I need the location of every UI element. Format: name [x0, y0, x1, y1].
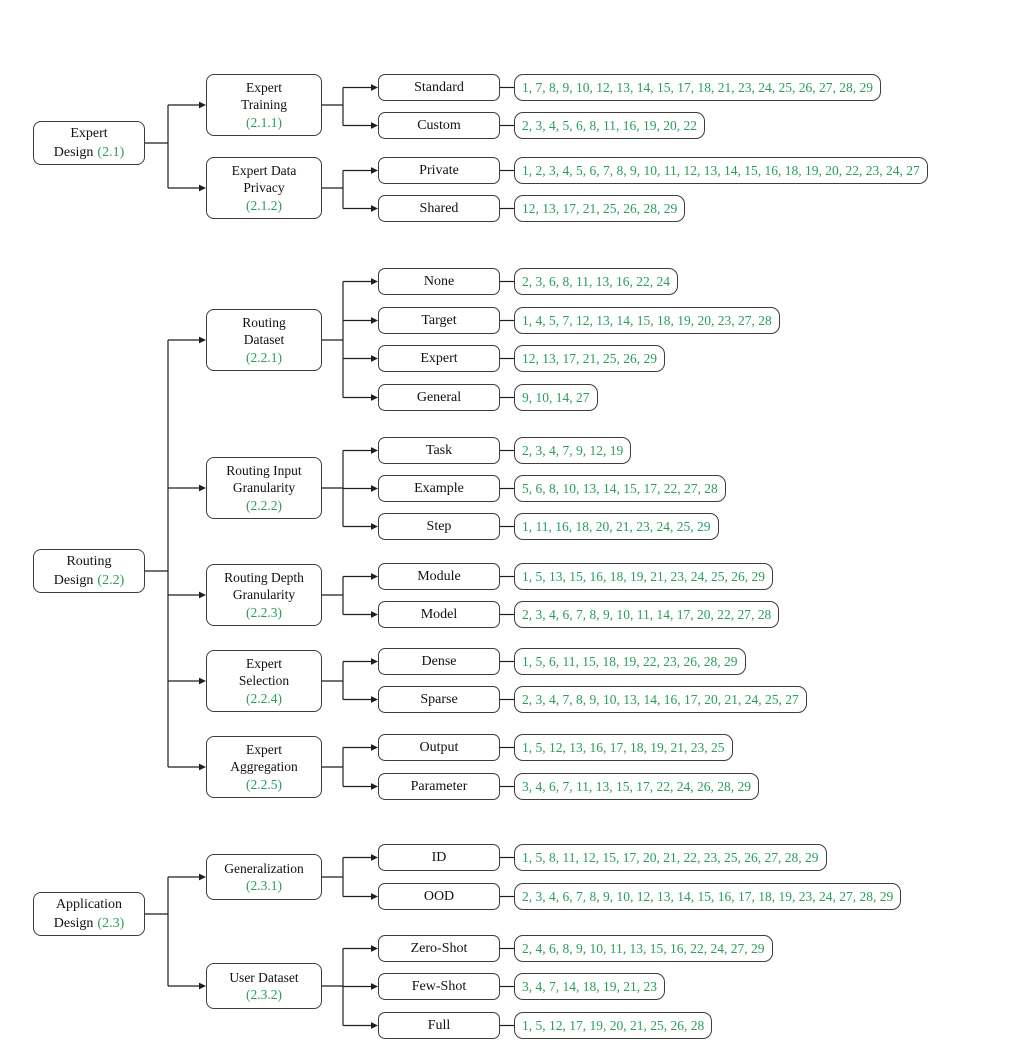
- leaf-zero-shot: Zero-Shot: [378, 935, 500, 962]
- node-label-line: Dataset: [243, 332, 285, 348]
- leaf-id: ID: [378, 844, 500, 871]
- leaf-module: Module: [378, 563, 500, 590]
- values-id: 1, 5, 8, 11, 12, 15, 17, 20, 21, 22, 23,…: [514, 844, 827, 871]
- values-none: 2, 3, 6, 8, 11, 13, 16, 22, 24: [514, 268, 678, 295]
- section-ref: (2.1.1): [246, 114, 282, 130]
- values-model: 2, 3, 4, 6, 7, 8, 9, 10, 11, 14, 17, 20,…: [514, 601, 780, 628]
- section-ref: (2.3.2): [246, 987, 282, 1002]
- leaf-general: General: [378, 384, 500, 411]
- node-label-line: Routing: [242, 314, 286, 330]
- leaf-output: Output: [378, 734, 500, 761]
- category-user-dataset: User Dataset (2.3.2): [206, 963, 322, 1009]
- values-output: 1, 5, 12, 13, 16, 17, 18, 19, 21, 23, 25: [514, 734, 733, 761]
- category-expert-selection: Expert Selection (2.2.4): [206, 650, 322, 712]
- node-label-line: Granularity: [232, 480, 296, 496]
- leaf-shared: Shared: [378, 195, 500, 222]
- values-dense: 1, 5, 6, 11, 15, 18, 19, 22, 23, 26, 28,…: [514, 648, 746, 675]
- values-module: 1, 5, 13, 15, 16, 18, 19, 21, 23, 24, 25…: [514, 563, 773, 590]
- section-ref: (2.2.5): [246, 776, 282, 792]
- values-shared: 12, 13, 17, 21, 25, 26, 28, 29: [514, 195, 686, 222]
- leaf-step: Step: [378, 513, 500, 540]
- category-routing-depth-granularity: Routing Depth Granularity (2.2.3): [206, 564, 322, 626]
- values-expert: 12, 13, 17, 21, 25, 26, 29: [514, 345, 665, 372]
- values-full: 1, 5, 12, 17, 19, 20, 21, 25, 26, 28: [514, 1012, 713, 1039]
- values-example: 5, 6, 8, 10, 13, 14, 15, 17, 22, 27, 28: [514, 475, 726, 502]
- values-custom: 2, 3, 4, 5, 6, 8, 11, 16, 19, 20, 22: [514, 112, 705, 139]
- leaf-none: None: [378, 268, 500, 295]
- leaf-dense: Dense: [378, 648, 500, 675]
- node-label-line: Expert: [246, 79, 282, 95]
- section-ref: (2.1.2): [246, 197, 282, 213]
- node-label-line: Aggregation: [230, 759, 298, 775]
- values-private: 1, 2, 3, 4, 5, 6, 7, 8, 9, 10, 11, 12, 1…: [514, 157, 928, 184]
- node-label-line: Routing Input: [226, 462, 302, 478]
- values-step: 1, 11, 16, 18, 20, 21, 23, 24, 25, 29: [514, 513, 719, 540]
- values-ood: 2, 3, 4, 6, 7, 8, 9, 10, 12, 13, 14, 15,…: [514, 883, 902, 910]
- section-ref: (2.3.1): [246, 878, 282, 893]
- leaf-few-shot: Few-Shot: [378, 973, 500, 1000]
- values-general: 9, 10, 14, 27: [514, 384, 598, 411]
- node-label: Design: [53, 145, 94, 160]
- leaf-ood: OOD: [378, 883, 500, 910]
- root-routing-design: Routing Design(2.2): [33, 549, 145, 593]
- node-label-line: Design(2.3): [54, 914, 125, 933]
- leaf-task: Task: [378, 437, 500, 464]
- values-target: 1, 4, 5, 7, 12, 13, 14, 15, 18, 19, 20, …: [514, 307, 780, 334]
- node-label-line: Selection: [238, 673, 290, 689]
- node-label-line: Design(2.2): [54, 571, 125, 590]
- section-ref: (2.1): [97, 145, 125, 160]
- node-label-line: Routing: [66, 554, 112, 569]
- leaf-model: Model: [378, 601, 500, 628]
- node-label-line: Application: [55, 897, 123, 912]
- category-routing-input-granularity: Routing Input Granularity (2.2.2): [206, 457, 322, 519]
- category-expert-training: Expert Training (2.1.1): [206, 74, 322, 136]
- section-ref: (2.2.1): [246, 349, 282, 365]
- node-label-line: Routing Depth: [224, 569, 304, 585]
- category-expert-aggregation: Expert Aggregation (2.2.5): [206, 736, 322, 798]
- values-standard: 1, 7, 8, 9, 10, 12, 13, 14, 15, 17, 18, …: [514, 74, 881, 101]
- values-sparse: 2, 3, 4, 7, 8, 9, 10, 13, 14, 16, 17, 20…: [514, 686, 807, 713]
- leaf-standard: Standard: [378, 74, 500, 101]
- values-parameter: 3, 4, 6, 7, 11, 13, 15, 17, 22, 24, 26, …: [514, 773, 759, 800]
- section-ref: (2.3): [97, 916, 125, 931]
- category-generalization: Generalization (2.3.1): [206, 854, 322, 900]
- node-label-line: Generalization: [224, 860, 304, 876]
- leaf-expert: Expert: [378, 345, 500, 372]
- root-expert-design: Expert Design(2.1): [33, 121, 145, 165]
- leaf-private: Private: [378, 157, 500, 184]
- section-ref: (2.2.4): [246, 690, 282, 706]
- section-ref: (2.2.2): [246, 497, 282, 513]
- leaf-target: Target: [378, 307, 500, 334]
- node-label: Design: [53, 916, 94, 931]
- section-ref: (2.2): [97, 573, 125, 588]
- leaf-parameter: Parameter: [378, 773, 500, 800]
- node-label-line: User Dataset: [229, 969, 299, 985]
- leaf-sparse: Sparse: [378, 686, 500, 713]
- leaf-full: Full: [378, 1012, 500, 1039]
- node-label-line: Expert: [70, 126, 108, 141]
- values-zero-shot: 2, 4, 6, 8, 9, 10, 11, 13, 15, 16, 22, 2…: [514, 935, 773, 962]
- leaf-custom: Custom: [378, 112, 500, 139]
- node-label-line: Training: [240, 97, 287, 113]
- node-label-line: Expert Data: [231, 162, 297, 178]
- node-label-line: Privacy: [243, 180, 285, 196]
- node-label: Design: [53, 573, 94, 588]
- root-application-design: Application Design(2.3): [33, 892, 145, 936]
- node-label-line: Design(2.1): [54, 143, 125, 162]
- values-task: 2, 3, 4, 7, 9, 12, 19: [514, 437, 632, 464]
- leaf-example: Example: [378, 475, 500, 502]
- category-routing-dataset: Routing Dataset (2.2.1): [206, 309, 322, 371]
- node-label-line: Granularity: [232, 587, 296, 603]
- node-label-line: Expert: [246, 655, 282, 671]
- section-ref: (2.2.3): [246, 604, 282, 620]
- category-expert-data-privacy: Expert Data Privacy (2.1.2): [206, 157, 322, 219]
- values-few-shot: 3, 4, 7, 14, 18, 19, 21, 23: [514, 973, 665, 1000]
- node-label-line: Expert: [246, 741, 282, 757]
